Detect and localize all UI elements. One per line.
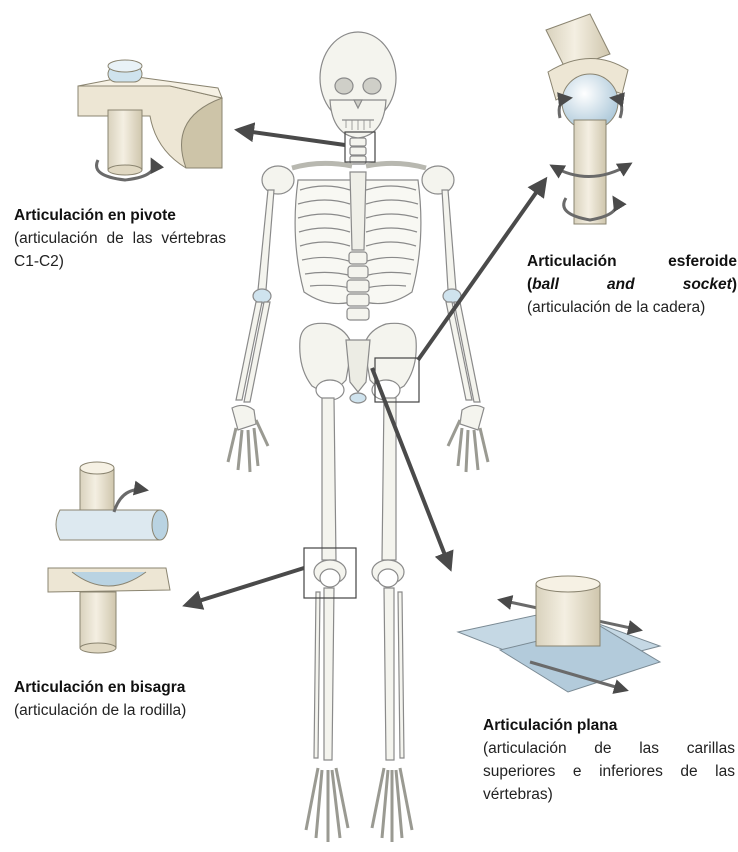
plane-joint-label: Articulación plana (articulación de las … — [483, 714, 735, 806]
pivot-joint-title: Articulación en pivote — [14, 204, 226, 227]
ball-joint-subtitle: (ball and socket) — [527, 273, 737, 296]
ball-joint-title: Articulación esferoide — [527, 250, 737, 273]
hinge-joint-description: (articulación de la rodilla) — [14, 699, 274, 722]
hinge-joint-title: Articulación en bisagra — [14, 676, 274, 699]
hinge-joint-model — [48, 462, 170, 653]
ball-joint-english-term: ball and socket — [532, 276, 732, 293]
lumbar-spine — [347, 252, 369, 320]
plane-joint-title: Articulación plana — [483, 714, 735, 737]
plane-joint-model — [458, 576, 660, 692]
left-femur — [322, 398, 336, 560]
ball-and-socket-model — [546, 14, 630, 224]
arrow-to-ball — [418, 180, 545, 360]
pivot-joint-model — [78, 60, 222, 180]
ball-joint-paren-close: ) — [732, 276, 737, 293]
plane-joint-description: (articulación de las carillas superiores… — [483, 737, 735, 806]
left-tibia — [324, 588, 334, 760]
arrow-to-pivot — [238, 130, 345, 145]
right-knee — [372, 560, 404, 587]
right-shoulder — [422, 166, 454, 194]
right-arm — [442, 190, 488, 472]
skull — [320, 32, 396, 138]
ball-joint-label: Articulación esferoide (ball and socket)… — [527, 250, 737, 319]
left-shoulder — [262, 166, 294, 194]
left-foot — [306, 768, 348, 842]
right-foot — [372, 768, 412, 842]
right-fibula — [398, 592, 404, 758]
left-knee — [314, 560, 346, 587]
pivot-joint-description: (articulación de las vértebras C1-C2) — [14, 227, 226, 273]
cervical-spine — [350, 138, 366, 164]
pivot-joint-label: Articulación en pivote (articulación de … — [14, 204, 226, 273]
hinge-joint-label: Articulación en bisagra (articulación de… — [14, 676, 274, 722]
right-tibia — [384, 588, 394, 760]
left-arm — [228, 190, 274, 472]
ball-joint-description: (articulación de la cadera) — [527, 296, 737, 319]
arrow-to-hinge — [186, 568, 304, 605]
left-fibula — [314, 592, 320, 758]
pelvis — [300, 323, 417, 403]
